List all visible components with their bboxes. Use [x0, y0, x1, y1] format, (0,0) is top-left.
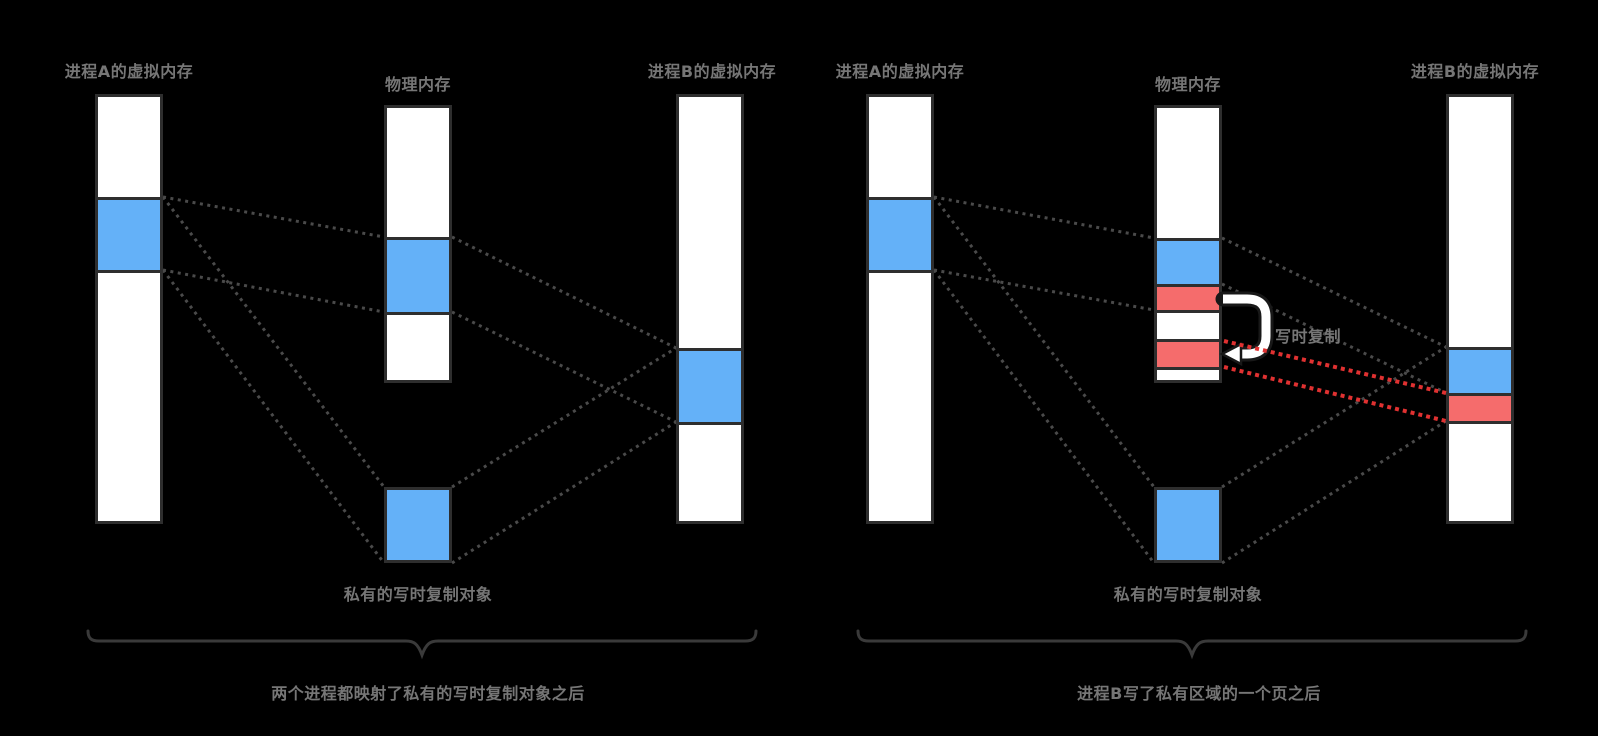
left-process-a-virtual-memory-column — [95, 94, 163, 524]
left-brace — [86, 629, 758, 660]
memory-segment-white — [1449, 97, 1511, 347]
left-cow-object-box — [384, 487, 452, 563]
right-caption: 进程B写了私有区域的一个页之后 — [1077, 684, 1321, 703]
mapping-line — [932, 196, 1156, 488]
memory-segment-blue — [869, 197, 931, 270]
memory-segment-white — [1157, 108, 1219, 238]
mapping-line — [1221, 345, 1447, 489]
memory-segment-white — [1157, 367, 1219, 380]
left-title-process-b: 进程B的虚拟内存 — [647, 62, 777, 81]
memory-segment-red — [1157, 284, 1219, 310]
copy-arrow — [1215, 291, 1274, 367]
memory-segment-white — [869, 97, 931, 197]
memory-segment-blue — [679, 348, 741, 422]
cow-copy-line-red — [1223, 339, 1447, 395]
memory-segment-white — [98, 97, 160, 197]
memory-segment-white — [1157, 310, 1219, 339]
mapping-line — [932, 269, 1156, 564]
memory-segment-blue — [98, 197, 160, 270]
memory-segment-white — [387, 108, 449, 237]
memory-segment-white — [98, 270, 160, 521]
memory-segment-red — [1449, 393, 1511, 421]
memory-segment-blue — [1157, 490, 1219, 560]
memory-segment-white — [1449, 421, 1511, 521]
memory-segment-blue — [1157, 238, 1219, 284]
left-caption: 两个进程都映射了私有的写时复制对象之后 — [271, 684, 585, 703]
mapping-line — [161, 196, 386, 488]
cow-copy-line-red — [1223, 365, 1447, 423]
memory-segment-blue — [387, 490, 449, 560]
memory-segment-white — [679, 97, 741, 348]
left-title-process-a: 进程A的虚拟内存 — [64, 62, 194, 81]
mapping-line — [161, 269, 386, 564]
memory-segment-blue — [1449, 347, 1511, 393]
memory-segment-white — [869, 270, 931, 521]
memory-segment-red — [1157, 339, 1219, 367]
left-title-physical: 物理内存 — [384, 75, 452, 94]
right-process-b-virtual-memory-column — [1446, 94, 1514, 524]
mapping-line — [451, 346, 677, 489]
right-process-a-virtual-memory-column — [866, 94, 934, 524]
right-cow-object-box — [1154, 487, 1222, 563]
left-process-b-virtual-memory-column — [676, 94, 744, 524]
left-cow-object-label: 私有的写时复制对象 — [343, 585, 493, 604]
right-title-process-a: 进程A的虚拟内存 — [835, 62, 965, 81]
cow-arrow-label: 写时复制 — [1275, 327, 1342, 346]
memory-segment-white — [679, 422, 741, 521]
left-physical-memory-column — [384, 105, 452, 383]
memory-segment-blue — [387, 237, 449, 312]
right-brace — [856, 629, 1528, 660]
right-physical-memory-column — [1154, 105, 1222, 383]
right-cow-object-label: 私有的写时复制对象 — [1113, 585, 1263, 604]
right-title-process-b: 进程B的虚拟内存 — [1410, 62, 1540, 81]
right-title-physical: 物理内存 — [1154, 75, 1222, 94]
memory-segment-white — [387, 312, 449, 380]
